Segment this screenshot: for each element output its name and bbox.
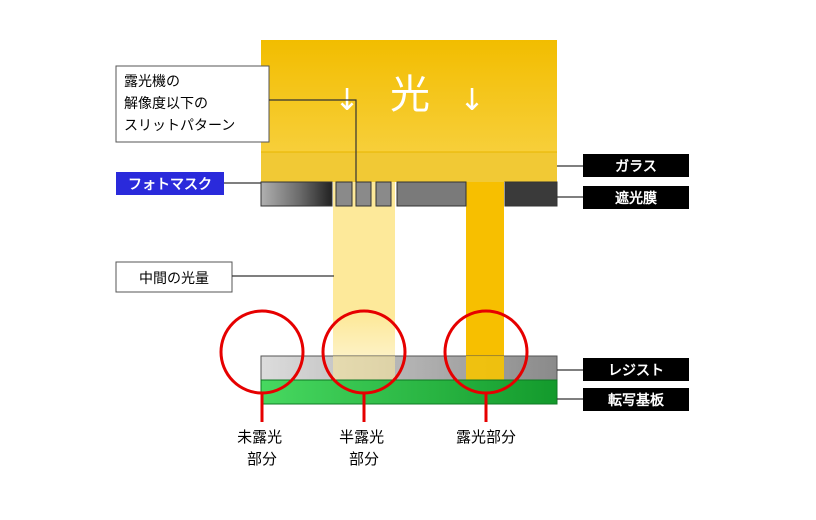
resolution-callout-leader [269, 99, 357, 182]
light-source [261, 40, 557, 152]
photomask-label-bg [116, 172, 224, 195]
shield-segment [355, 181, 372, 207]
shield-film [260, 181, 558, 207]
intermediate-callout-box [115, 261, 233, 293]
light-arrow-right: ↓ [459, 83, 484, 118]
resolution-callout-box [115, 65, 270, 143]
full-light-beam [466, 182, 504, 378]
shield-label-bg [583, 186, 689, 209]
photomask-label: フォトマスク [128, 177, 212, 193]
shield-segment [504, 181, 558, 207]
resolution-callout-text: 露光機の 解像度以下の スリットパターン [124, 74, 235, 134]
glass-layer [261, 152, 557, 182]
full-exposure-overlay [466, 356, 504, 380]
unexposed-label: 未露光 部分 [237, 428, 287, 468]
intermediate-callout-text: 中間の光量 [139, 271, 209, 287]
exposed-label: 露光部分 [456, 428, 516, 446]
shield-label: 遮光膜 [615, 190, 657, 207]
resist-label-bg [583, 358, 689, 381]
substrate-label-bg [583, 388, 689, 411]
substrate-label: 転写基板 [608, 392, 665, 409]
shield-segment [375, 181, 392, 207]
resist-label: レジスト [608, 363, 664, 379]
glass-label: ガラス [615, 159, 657, 175]
shield-segment [260, 181, 333, 207]
shield-segment [335, 181, 353, 207]
region-leader-lines [260, 393, 488, 422]
glass-label-bg [583, 154, 689, 177]
half-exposed-label: 半露光 部分 [339, 428, 389, 468]
resist-layer [260, 355, 558, 381]
shield-segment [396, 181, 467, 207]
half-exposure-overlay [333, 356, 395, 380]
light-label: 光 [390, 72, 430, 118]
half-light-beam [333, 182, 395, 360]
